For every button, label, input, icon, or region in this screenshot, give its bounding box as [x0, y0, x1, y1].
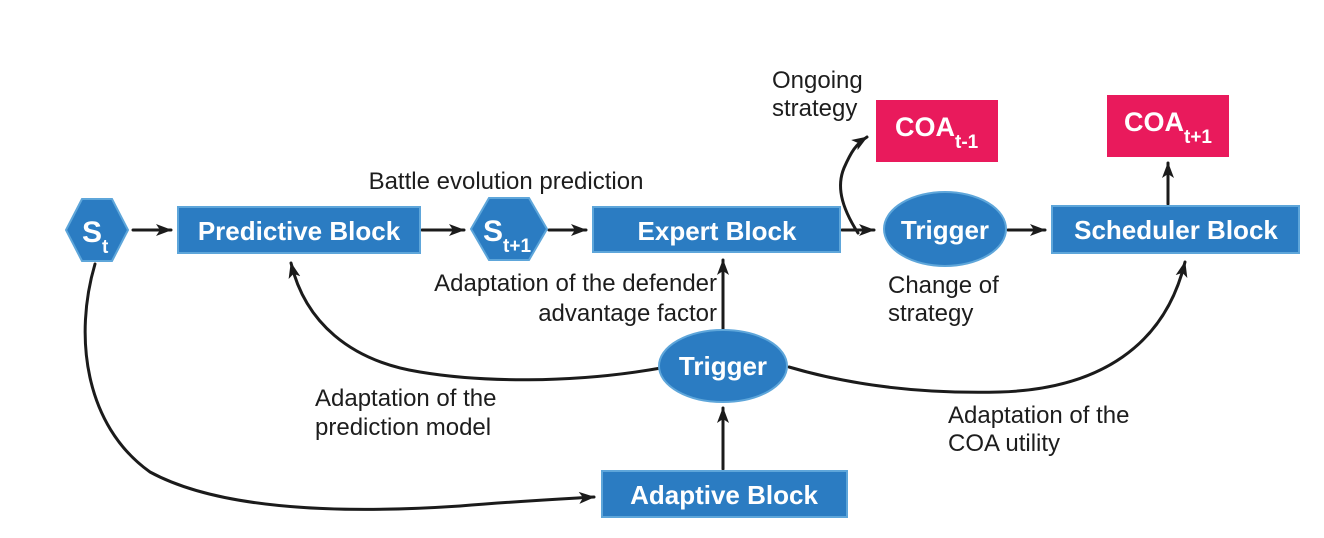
- node-trigger-mid: Trigger: [658, 329, 788, 403]
- ongoing-strategy-line2: strategy: [772, 95, 857, 122]
- coa-utility-line2: COA utility: [948, 430, 1060, 457]
- state-t-plus-1-hexagon: [469, 197, 549, 261]
- predictive-block-label: Predictive Block: [198, 216, 401, 246]
- defender-advantage-line1: Adaptation of the defender: [434, 270, 717, 297]
- node-scheduler-block: Scheduler Block: [1051, 205, 1300, 254]
- change-of-strategy-line1: Change of: [888, 272, 999, 299]
- coa-utility-line1: Adaptation of the: [948, 402, 1129, 429]
- coa-t-plus-1-label: COAt+1: [1124, 107, 1212, 148]
- curve-trigger-mid-to-scheduler: [787, 260, 1188, 394]
- trigger-top-ellipse: [883, 191, 1007, 267]
- annotation-coa-utility: Adaptation of the COA utility: [948, 402, 1129, 457]
- coa-t-minus-1-box: [876, 100, 998, 162]
- curve-st-to-adaptive: [83, 262, 596, 511]
- node-trigger-top: Trigger: [883, 191, 1007, 267]
- state-t-hexagon: [64, 198, 130, 262]
- predictive-block-box: [177, 206, 421, 254]
- scheduler-block-box: [1051, 205, 1300, 254]
- annotation-battle-evolution-prediction: Battle evolution prediction: [369, 168, 644, 195]
- trigger-mid-ellipse: [658, 329, 788, 403]
- annotation-prediction-model: Adaptation of the prediction model: [315, 385, 496, 441]
- adaptive-block-label: Adaptive Block: [630, 480, 818, 510]
- trigger-mid-label: Trigger: [679, 351, 767, 381]
- defender-advantage-line2: advantage factor: [538, 300, 717, 327]
- prediction-model-line2: prediction model: [315, 414, 491, 441]
- coa-t-plus-1-box: [1107, 95, 1229, 157]
- annotation-change-of-strategy: Change of strategy: [888, 272, 999, 327]
- curve-trigger-mid-to-predictive: [288, 261, 663, 382]
- coa-t-minus-1-label: COAt-1: [895, 112, 979, 153]
- prediction-model-line1: Adaptation of the: [315, 385, 496, 412]
- scheduler-block-label: Scheduler Block: [1074, 215, 1278, 245]
- adaptive-block-box: [601, 470, 848, 518]
- state-t-plus-1-label: St+1: [483, 215, 531, 257]
- node-state-t-plus-1: St+1: [469, 197, 549, 261]
- trigger-top-label: Trigger: [901, 215, 989, 245]
- state-t-label: St: [82, 216, 109, 258]
- annotation-ongoing-strategy: Ongoing strategy: [772, 67, 863, 122]
- change-of-strategy-line2: strategy: [888, 300, 973, 327]
- node-state-t: St: [64, 198, 130, 262]
- node-coa-t-minus-1: COAt-1: [876, 100, 998, 162]
- node-coa-t-plus-1: COAt+1: [1107, 95, 1229, 157]
- expert-block-label: Expert Block: [638, 216, 797, 246]
- curve-ongoing-to-coa-prev: [839, 135, 869, 235]
- annotation-defender-advantage: Adaptation of the defender advantage fac…: [434, 270, 717, 327]
- node-predictive-block: Predictive Block: [177, 206, 421, 254]
- node-adaptive-block: Adaptive Block: [601, 470, 848, 518]
- expert-block-box: [592, 206, 841, 253]
- node-expert-block: Expert Block: [592, 206, 841, 253]
- ongoing-strategy-line1: Ongoing: [772, 67, 863, 94]
